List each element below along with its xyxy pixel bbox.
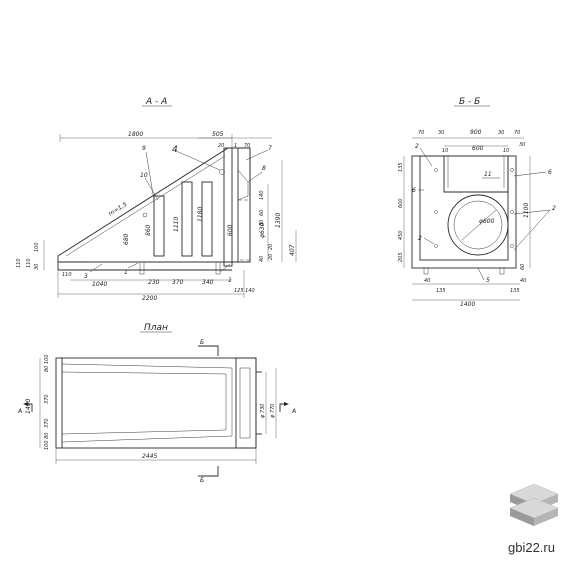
plan-dim-left-1400: 1400	[25, 399, 32, 414]
aa-dim-left-30: 30	[34, 264, 40, 270]
plan-dim-left-top-small: 80 100	[44, 355, 50, 373]
aa-dim-bot-370: 370	[172, 279, 184, 286]
aa-dim-left-100: 100	[34, 242, 40, 252]
plan-dim-bot-2445: 2445	[142, 453, 157, 460]
bb-callout-6a: 6	[412, 187, 416, 194]
bb-dim-left-135: 135	[398, 162, 404, 172]
bb-dim-right-1100: 1100	[523, 203, 530, 218]
bb-dim-inner-10b: 10	[503, 148, 509, 154]
site-watermark: gbi22.ru	[508, 540, 555, 555]
aa-dim-right-d: 20	[268, 244, 274, 250]
aa-dim-right-c: 60	[259, 220, 265, 226]
bb-dim-bot-overall: 1400	[460, 301, 475, 308]
bb-dim-left-600: 600	[398, 198, 404, 208]
plan-mark-b-bottom: Б	[200, 477, 204, 484]
aa-dim-left-110a: 110	[26, 258, 32, 268]
bb-dim-bot-135: 135	[436, 288, 446, 294]
aa-dim-bot-340: 340	[202, 279, 214, 286]
section-aa-title: А - А	[145, 97, 167, 107]
aa-callout-7: 7	[268, 145, 272, 152]
aa-dim-left-110b: 110	[16, 258, 22, 268]
aa-dim-407: 407	[289, 244, 296, 256]
aa-dim-680: 680	[123, 233, 130, 245]
aa-dim-d630: φ630	[259, 222, 266, 238]
bb-callout-2a: 2	[415, 143, 419, 150]
aa-callout-8: 8	[262, 165, 266, 172]
bb-dim-top-30a: 30	[438, 130, 444, 136]
aa-dim-right-f: 40	[259, 256, 265, 262]
plan-dim-left-370a: 370	[44, 394, 50, 404]
aa-dim-600: 600	[227, 224, 234, 236]
bb-dim-top-900: 900	[470, 129, 482, 136]
aa-dim-1390: 1390	[275, 213, 282, 228]
aa-slope: m=1,5	[107, 201, 128, 218]
bb-callout-11: 11	[484, 171, 492, 178]
bb-dim-bot-135b: 135	[510, 288, 520, 294]
plan-mark-a-right: А	[291, 408, 296, 415]
bb-callout-2b: 2	[418, 235, 422, 242]
plan-view: План Б Б А А 1400 80 100 370 370 100 80	[17, 323, 296, 484]
bb-dim-right-30: 30	[519, 142, 525, 148]
aa-dim-right-e: 20	[268, 254, 274, 260]
section-bb: Б - Б 70 30 900 30 70 10 600 10 30	[398, 97, 556, 308]
aa-callout-1: 1	[124, 269, 128, 276]
aa-dim-860: 860	[145, 224, 152, 236]
aa-callout-3: 3	[84, 273, 88, 280]
site-logo	[509, 483, 559, 526]
aa-dim-top-small-3: 1	[234, 143, 237, 149]
plan-mark-a-left: А	[17, 408, 22, 415]
bb-callout-6b: 6	[548, 169, 552, 176]
aa-dim-bot-overall: 2200	[142, 295, 157, 302]
bb-callout-2c: 2	[552, 205, 556, 212]
aa-callout-4: 4	[172, 145, 178, 155]
aa-dim-left-110c: 110	[62, 272, 72, 278]
bb-dim-top-30b: 30	[498, 130, 504, 136]
bb-dia-600: φ600	[479, 218, 495, 225]
aa-dim-right-b: 60	[259, 210, 265, 216]
aa-dim-right-a: 140	[259, 190, 265, 200]
aa-dim-1110: 1110	[173, 217, 180, 232]
aa-dim-bot-right: 125 140	[234, 288, 255, 294]
aa-dim-top-small-1: 20	[218, 143, 224, 149]
bb-dim-bot-40b: 40	[520, 278, 526, 284]
aa-callout-9: 9	[142, 145, 146, 152]
aa-callout-10: 10	[140, 172, 148, 179]
plan-dim-left-bot-small: 100 80	[44, 433, 50, 451]
plan-dim-right-d770: φ 770	[270, 404, 276, 418]
bb-dim-left-450: 450	[398, 230, 404, 240]
aa-callout-1b: 1	[228, 277, 232, 284]
aa-dim-top-small-2: 70	[244, 143, 250, 149]
aa-dim-bot-230: 230	[148, 279, 160, 286]
plan-mark-b-top: Б	[200, 339, 204, 346]
aa-dim-1180: 1180	[197, 207, 204, 222]
bb-dim-inner-10a: 10	[442, 148, 448, 154]
section-bb-title: Б - Б	[459, 97, 480, 107]
bb-dim-top-70b: 70	[514, 130, 520, 136]
plan-title: План	[144, 323, 168, 333]
section-aa: А - А 1800 505 20 1 70	[16, 97, 297, 302]
bb-dim-bot-40: 40	[424, 278, 430, 284]
bb-dim-right-60: 60	[520, 264, 526, 270]
bb-callout-5: 5	[486, 277, 490, 284]
aa-dim-top-right: 505	[212, 131, 224, 138]
plan-dim-right-d730: φ 730	[260, 404, 266, 418]
bb-dim-top-70a: 70	[418, 130, 424, 136]
aa-dim-bot-1040: 1040	[92, 281, 107, 288]
aa-dim-top-overall: 1800	[128, 131, 143, 138]
plan-dim-left-370b: 370	[44, 418, 50, 428]
bb-dim-left-205: 205	[398, 252, 404, 262]
bb-dim-inner-600: 600	[472, 145, 484, 152]
